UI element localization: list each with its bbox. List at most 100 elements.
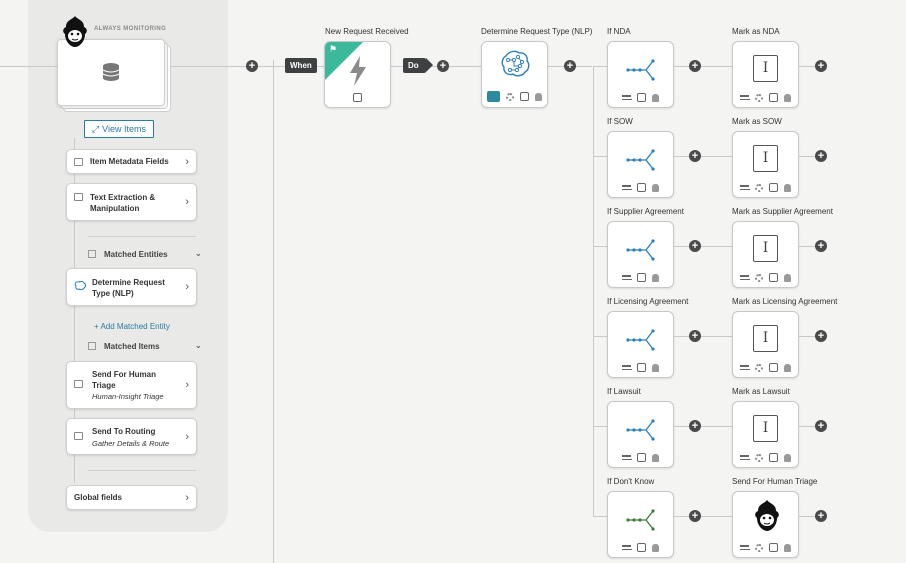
connector: [593, 156, 607, 157]
add-step-button[interactable]: +: [815, 60, 827, 72]
gear-icon[interactable]: [755, 543, 763, 552]
action-card[interactable]: I: [732, 311, 799, 378]
view-items-button[interactable]: ⤢ View Items: [84, 120, 154, 138]
connector: [701, 246, 732, 247]
gear-icon[interactable]: [755, 183, 763, 192]
add-step-button[interactable]: +: [815, 240, 827, 252]
sidebar-item-text-extraction[interactable]: Text Extraction & Manipulation ›: [66, 183, 197, 221]
add-step-button[interactable]: +: [564, 60, 576, 72]
filter-icon[interactable]: [740, 95, 749, 100]
nlp-card[interactable]: [481, 41, 548, 108]
trigger-title: New Request Received: [325, 27, 409, 36]
filter-icon[interactable]: [622, 275, 631, 280]
filter-icon[interactable]: [622, 455, 631, 460]
sidebar-item-human-triage[interactable]: Send For Human Triage Human-Insight Tria…: [66, 361, 197, 409]
sidebar-item-metadata[interactable]: Item Metadata Fields ›: [66, 149, 197, 174]
gear-icon[interactable]: [506, 92, 514, 101]
add-step-button[interactable]: +: [815, 330, 827, 342]
add-step-button[interactable]: +: [689, 330, 701, 342]
add-matched-entity-link[interactable]: + Add Matched Entity: [94, 322, 170, 331]
data-source-card[interactable]: [57, 39, 165, 106]
filter-icon[interactable]: [740, 455, 749, 460]
gear-icon[interactable]: [755, 363, 763, 372]
bell-icon[interactable]: [784, 183, 791, 192]
action-card[interactable]: I: [732, 221, 799, 288]
checkbox-icon[interactable]: [353, 93, 362, 102]
checkbox-icon[interactable]: [769, 543, 778, 552]
sidebar-item-routing[interactable]: Send To Routing Gather Details & Route ›: [66, 418, 197, 455]
text-field-icon: I: [753, 325, 778, 352]
checkbox-icon[interactable]: [637, 93, 646, 102]
expand-icon: ⤢: [91, 123, 100, 134]
condition-card[interactable]: [607, 311, 674, 378]
matched-entities-header[interactable]: Matched Entities ⌄: [88, 249, 202, 259]
checkbox-icon[interactable]: [769, 273, 778, 282]
checkbox-icon[interactable]: [637, 273, 646, 282]
bell-icon[interactable]: [535, 92, 542, 101]
bell-icon[interactable]: [652, 543, 659, 552]
gear-icon[interactable]: [755, 93, 763, 102]
matched-items-header[interactable]: Matched Items ⌄: [88, 341, 202, 351]
add-step-button[interactable]: +: [689, 420, 701, 432]
bell-icon[interactable]: [652, 363, 659, 372]
action-card[interactable]: I: [732, 41, 799, 108]
filter-icon[interactable]: [622, 95, 631, 100]
filter-icon[interactable]: [740, 185, 749, 190]
add-step-button[interactable]: +: [689, 240, 701, 252]
branch-icon: [626, 59, 655, 81]
add-step-button[interactable]: +: [815, 510, 827, 522]
connector: [674, 426, 690, 427]
checkbox-icon[interactable]: [637, 363, 646, 372]
bell-icon[interactable]: [784, 453, 791, 462]
condition-card[interactable]: [607, 401, 674, 468]
bell-icon[interactable]: [652, 273, 659, 282]
filter-icon[interactable]: [622, 365, 631, 370]
add-step-button[interactable]: +: [815, 420, 827, 432]
sidebar-item-global-fields[interactable]: Global fields ›: [66, 485, 197, 510]
checkbox-icon[interactable]: [637, 453, 646, 462]
condition-card[interactable]: [607, 41, 674, 108]
add-step-button[interactable]: +: [689, 510, 701, 522]
filter-icon[interactable]: [740, 365, 749, 370]
checkbox-icon[interactable]: [520, 92, 529, 101]
checkbox-icon[interactable]: [769, 363, 778, 372]
filter-icon[interactable]: [622, 185, 631, 190]
add-step-button[interactable]: +: [246, 60, 258, 72]
bell-icon[interactable]: [784, 363, 791, 372]
gear-icon[interactable]: [755, 453, 763, 462]
branch-icon: [626, 239, 655, 261]
add-step-button[interactable]: +: [437, 60, 449, 72]
checkbox-icon[interactable]: [637, 543, 646, 552]
chevron-right-icon: ›: [185, 155, 189, 168]
checkbox-icon[interactable]: [637, 183, 646, 192]
checkbox-icon[interactable]: [769, 183, 778, 192]
checkbox-icon[interactable]: [769, 453, 778, 462]
action-card[interactable]: I: [732, 131, 799, 198]
bell-icon[interactable]: [784, 543, 791, 552]
action-title: Mark as SOW: [732, 117, 782, 126]
bell-icon[interactable]: [784, 93, 791, 102]
filter-icon[interactable]: [740, 275, 749, 280]
bell-icon[interactable]: [652, 453, 659, 462]
bell-icon[interactable]: [784, 273, 791, 282]
connector: [674, 246, 690, 247]
sidebar-item-label: Determine Request Type (NLP): [92, 278, 165, 298]
add-step-button[interactable]: +: [689, 60, 701, 72]
filter-icon[interactable]: [740, 545, 749, 550]
action-card[interactable]: I: [732, 401, 799, 468]
bell-icon[interactable]: [652, 93, 659, 102]
filter-active-icon[interactable]: [487, 91, 500, 102]
gear-icon[interactable]: [755, 273, 763, 282]
add-step-button[interactable]: +: [689, 150, 701, 162]
bell-icon[interactable]: [652, 183, 659, 192]
action-card[interactable]: [732, 491, 799, 558]
condition-card[interactable]: [607, 131, 674, 198]
condition-card[interactable]: [607, 221, 674, 288]
sidebar-item-nlp[interactable]: Determine Request Type (NLP) ›: [66, 268, 197, 306]
trigger-card[interactable]: ⚑: [324, 41, 391, 108]
add-step-button[interactable]: +: [815, 150, 827, 162]
monkey-logo-icon: [755, 500, 779, 531]
condition-card[interactable]: [607, 491, 674, 558]
filter-icon[interactable]: [622, 545, 631, 550]
checkbox-icon[interactable]: [769, 93, 778, 102]
